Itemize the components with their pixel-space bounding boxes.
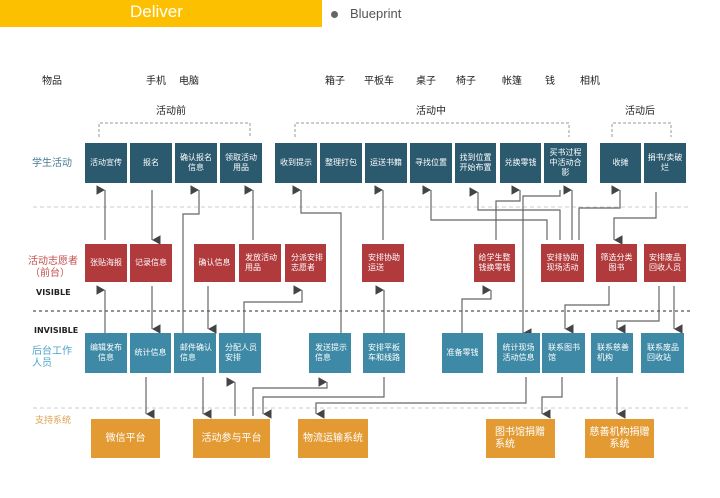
arrow-photo-down (522, 190, 561, 338)
lane-support: 支持系统 (35, 416, 72, 426)
student-action: 捐书/卖破烂 (644, 143, 686, 183)
student-action: 买书过程中活动合影 (544, 143, 587, 183)
item-phone: 手机 (146, 76, 166, 87)
frontstage-action: 记录信息 (130, 244, 172, 282)
support-system: 物流运输系统 (298, 419, 368, 458)
support-system: 微信平台 (91, 419, 160, 458)
visible-tag: VISIBLE (36, 288, 71, 297)
arrow-cart-to-platform (262, 377, 385, 419)
student-action: 找到位置开始布置 (455, 143, 496, 183)
frontstage-action: 分派安排志愿者 (285, 244, 326, 282)
backstage-action: 联系废品回收站 (641, 333, 684, 373)
arrow-sort-to-library (564, 286, 610, 334)
items-label: 物品 (42, 76, 62, 87)
item-tent: 帐篷 (502, 76, 522, 87)
frontstage-action: 张贴海报 (85, 244, 127, 282)
student-action: 活动宣传 (85, 143, 127, 183)
arrow-library-to-donation (541, 377, 563, 419)
arrow-change-to-exchange (495, 185, 521, 240)
student-action: 寻找位置 (410, 143, 452, 183)
arrow-cash-to-change (461, 285, 492, 333)
lane-backstage-2: 人员 (32, 358, 52, 369)
support-system: 活动参与平台 (193, 419, 270, 458)
lane-volunteer-1: 活动志愿者 (28, 256, 78, 267)
frontstage-action: 确认信息 (194, 244, 235, 282)
student-action: 兑换零钱 (500, 143, 541, 183)
bracket-during (294, 122, 570, 137)
item-table: 桌子 (416, 76, 436, 87)
backstage-action: 统计信息 (130, 333, 171, 373)
backstage-action: 准备零钱 (442, 333, 483, 373)
lane-volunteer-2: （前台） (30, 268, 70, 279)
page-subtitle: Blueprint (350, 6, 402, 21)
frontstage-action: 安排废品回收人员 (644, 244, 686, 282)
support-system: 图书馆捐赠系统 (486, 419, 555, 458)
phase-after: 活动后 (625, 106, 655, 117)
phase-brackets (98, 122, 672, 137)
bullet-icon (331, 11, 338, 18)
arrow-platform-to-notice (252, 377, 328, 416)
section-header-bar (0, 0, 322, 27)
lane-student: 学生活动 (32, 158, 72, 169)
phase-before: 活动前 (156, 106, 186, 117)
item-box: 箱子 (325, 76, 345, 87)
frontstage-action: 筛选分类图书 (596, 244, 637, 282)
arrow-recycle-to-charity (616, 286, 660, 334)
frontstage-action: 发放活动用品 (239, 244, 281, 282)
backstage-action: 邮件确认信息 (174, 333, 216, 373)
arrow-assist-to-pack (578, 185, 621, 240)
backstage-action: 联系慈善机构 (591, 333, 633, 373)
frontstage-action: 安排协助现场活动 (541, 244, 584, 282)
arrow-sell-to-sort (613, 192, 657, 245)
student-action: 领取活动用品 (220, 143, 262, 183)
bracket-after (611, 122, 672, 137)
arrow-stats-to-logistics (315, 377, 527, 419)
backstage-action: 统计现场活动信息 (497, 333, 540, 373)
item-camera: 相机 (580, 76, 600, 87)
frontstage-action: 给学生整钱换零钱 (474, 244, 515, 282)
item-money: 钱 (545, 76, 555, 87)
student-action: 确认报名信息 (175, 143, 217, 183)
lane-backstage-1: 后台工作 (32, 346, 72, 357)
section-title: Deliver (130, 2, 183, 21)
student-action: 报名 (130, 143, 172, 183)
arrow-mail-to-confirm (182, 185, 200, 345)
backstage-action: 联系图书馆 (542, 333, 585, 373)
support-system: 慈善机构捐赠系统 (585, 419, 654, 458)
arrow-assist-to-place (469, 187, 561, 240)
phase-during: 活动中 (416, 106, 446, 117)
student-action: 运送书籍 (365, 143, 407, 183)
arrow-notice-to-receive (292, 185, 342, 333)
frontstage-action: 安排协助运送 (362, 244, 404, 282)
arrow-assign-to-dispatch (243, 285, 303, 333)
student-action: 整理打包 (320, 143, 362, 183)
item-cart: 平板车 (364, 76, 394, 87)
backstage-action: 分配人员安排 (219, 333, 261, 373)
invisible-tag: INVISIBLE (34, 326, 79, 335)
student-action: 收到提示 (275, 143, 317, 183)
backstage-action: 发送提示信息 (309, 333, 351, 373)
student-action: 收摊 (600, 143, 641, 183)
item-chair: 椅子 (456, 76, 476, 87)
backstage-action: 安排平板车和线路 (363, 333, 405, 373)
bracket-before (98, 122, 251, 137)
backstage-action: 编辑发布信息 (85, 333, 127, 373)
arrow-assist-to-find (422, 185, 548, 240)
item-computer: 电脑 (179, 76, 199, 87)
